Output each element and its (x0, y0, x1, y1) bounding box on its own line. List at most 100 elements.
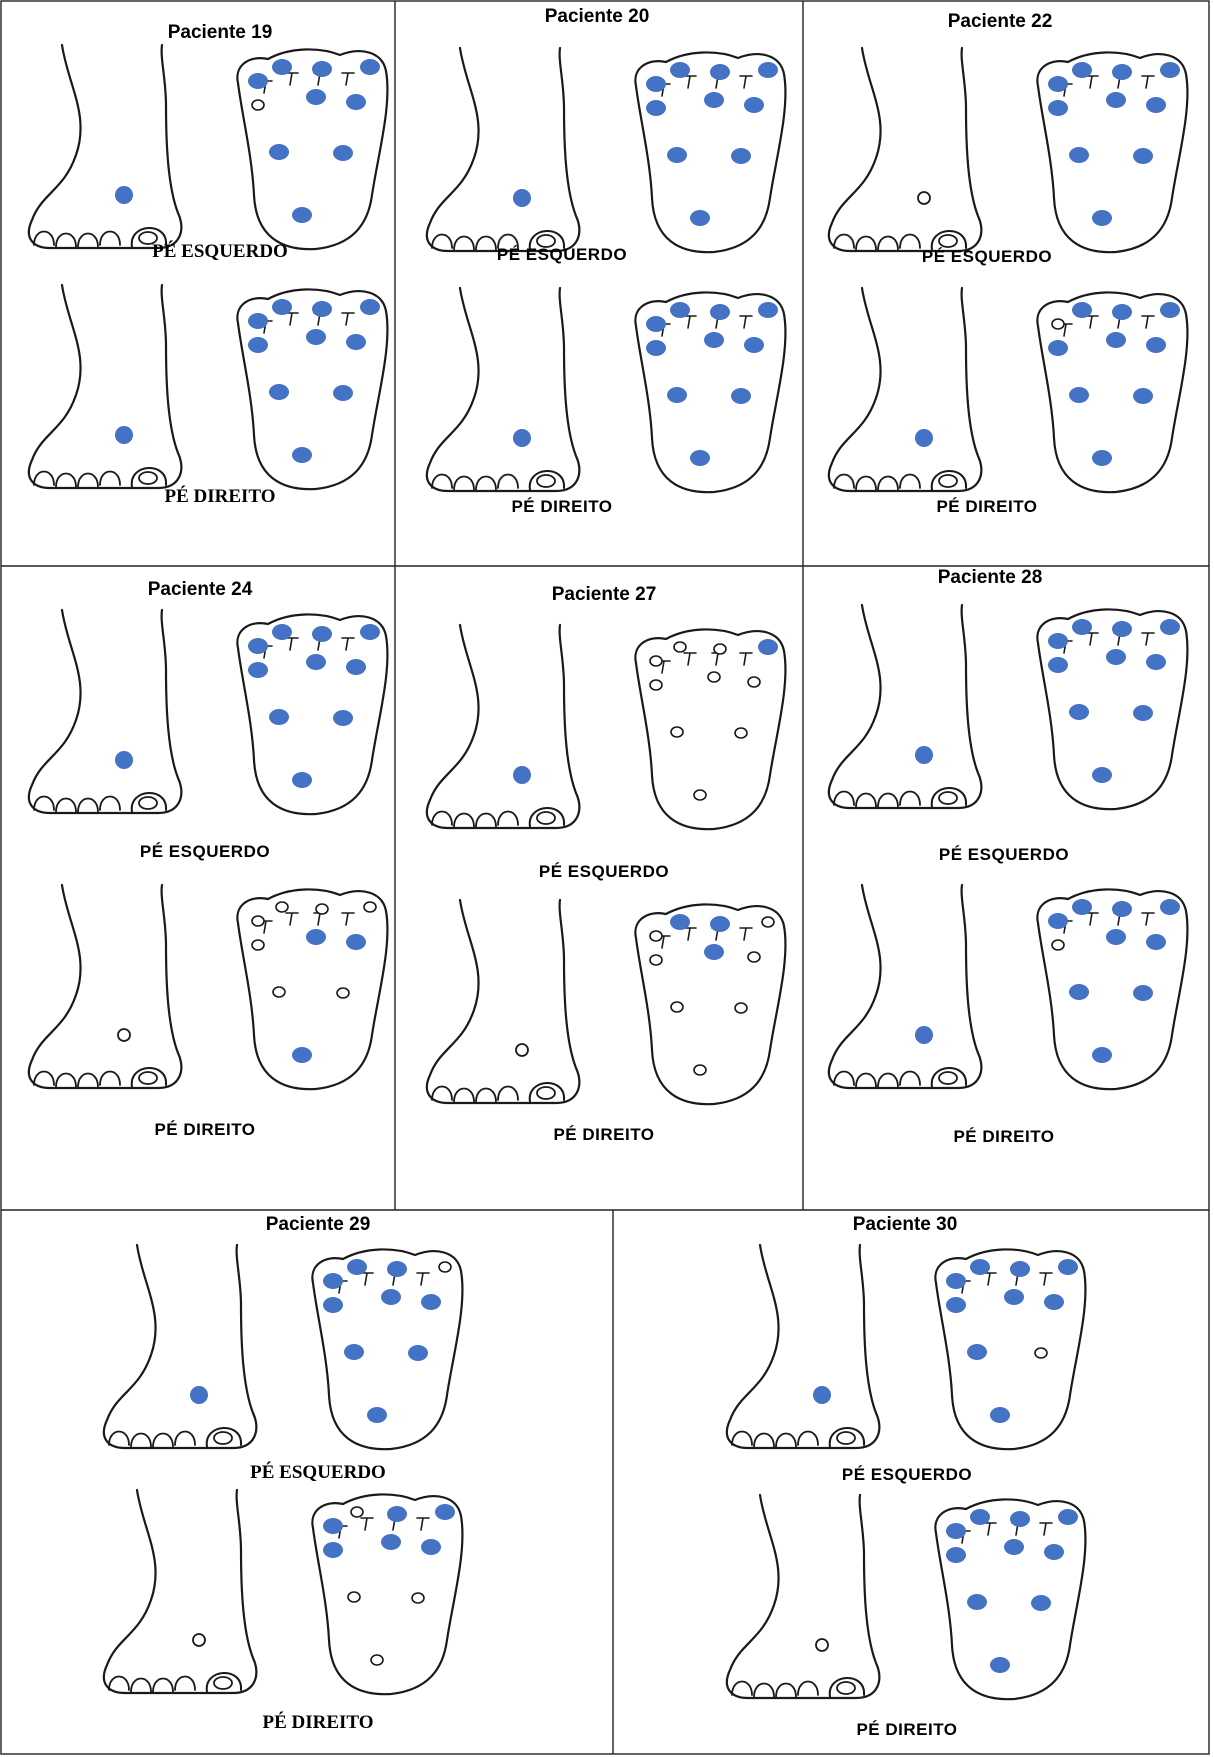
toe-outline (834, 1072, 854, 1086)
dorsal-sensitivity-point (813, 1386, 831, 1404)
toe-outline (476, 814, 496, 828)
dorsal-sensitivity-point (915, 746, 933, 764)
toe-outline (56, 474, 76, 488)
toe-outline (109, 1677, 129, 1691)
toe-outline (732, 1682, 752, 1696)
plantar-sensitivity-point (1010, 1261, 1030, 1277)
toe-outline (754, 1434, 774, 1448)
toe-outline (856, 794, 876, 808)
plantar-sensitivity-point (346, 659, 366, 675)
toe-outline (175, 1432, 195, 1446)
toe-outline (856, 1074, 876, 1088)
right-foot-label: PÉ DIREITO (511, 497, 612, 516)
patient-panel: Paciente 28PÉ ESQUERDOPÉ DIREITO (829, 567, 1188, 1146)
plantar-sensitivity-point (1072, 302, 1092, 318)
dorsal-sensitivity-point (513, 429, 531, 447)
toe-crease (1142, 316, 1154, 328)
plantar-sensitivity-point (990, 1657, 1010, 1673)
plantar-sensitivity-point (1044, 1294, 1064, 1310)
plantar-sensitivity-point (1035, 1348, 1047, 1358)
toe-outline (78, 799, 98, 813)
plantar-sensitivity-point (276, 902, 288, 912)
plantar-sensitivity-point (347, 1259, 367, 1275)
plantar-sensitivity-point (650, 656, 662, 666)
plantar-sensitivity-point (1048, 657, 1068, 673)
toe-outline (498, 812, 518, 826)
toe-crease (1142, 76, 1154, 88)
toe-crease (342, 73, 354, 85)
plantar-sensitivity-point (710, 64, 730, 80)
leg-outline (104, 1490, 256, 1693)
patient-title: Paciente 20 (545, 6, 650, 27)
plantar-sensitivity-point (1010, 1511, 1030, 1527)
toe-outline (432, 475, 452, 489)
patient-panel: Paciente 27PÉ ESQUERDOPÉ DIREITO (427, 584, 786, 1144)
plantar-sensitivity-point (312, 626, 332, 642)
patient-title: Paciente 19 (168, 22, 273, 43)
toenail-outline (537, 812, 555, 824)
plantar-sensitivity-point (671, 1002, 683, 1012)
toe-outline (100, 1072, 120, 1086)
plantar-sensitivity-point (646, 100, 666, 116)
toenail-outline (939, 475, 957, 487)
patient-title: Paciente 22 (948, 11, 1053, 32)
toe-outline (153, 1679, 173, 1693)
plantar-sensitivity-point (667, 387, 687, 403)
toe-crease (417, 1518, 429, 1530)
toe-outline (131, 1434, 151, 1448)
plantar-sensitivity-point (312, 301, 332, 317)
plantar-sensitivity-point (1112, 901, 1132, 917)
plantar-sensitivity-point (292, 207, 312, 223)
toe-crease (1040, 1523, 1052, 1535)
toe-outline (754, 1684, 774, 1698)
plantar-sensitivity-point (1106, 332, 1126, 348)
toe-outline (732, 1432, 752, 1446)
plantar-sensitivity-point (346, 94, 366, 110)
plantar-sensitivity-point (292, 1047, 312, 1063)
plantar-sensitivity-point (387, 1506, 407, 1522)
plantar-sensitivity-point (1160, 899, 1180, 915)
plantar-sensitivity-point (252, 940, 264, 950)
plantar-sensitivity-point (344, 1344, 364, 1360)
plantar-sensitivity-point (970, 1259, 990, 1275)
plantar-sensitivity-point (744, 97, 764, 113)
plantar-sensitivity-point (646, 316, 666, 332)
toe-outline (56, 234, 76, 248)
plantar-sensitivity-point (360, 59, 380, 75)
plantar-sensitivity-point (1146, 654, 1166, 670)
plantar-sensitivity-point (269, 384, 289, 400)
plantar-sensitivity-point (1058, 1509, 1078, 1525)
toe-outline (878, 1074, 898, 1088)
dorsal-sensitivity-point (915, 429, 933, 447)
plantar-sensitivity-point (333, 145, 353, 161)
plantar-sensitivity-point (371, 1655, 383, 1665)
plantar-sensitivity-point (710, 916, 730, 932)
toe-crease (286, 73, 298, 85)
toe-crease (286, 913, 298, 925)
toe-outline (454, 1089, 474, 1103)
plantar-sensitivity-point (364, 902, 376, 912)
plantar-sensitivity-point (323, 1297, 343, 1313)
toenail-outline (214, 1432, 232, 1444)
dorsal-sensitivity-point (115, 186, 133, 204)
leg-outline (829, 885, 981, 1088)
leg-outline (829, 48, 981, 251)
plantar-sensitivity-point (306, 89, 326, 105)
toe-outline (34, 1072, 54, 1086)
leg-outline (29, 285, 181, 488)
plantar-sensitivity-point (1112, 304, 1132, 320)
toe-outline (900, 792, 920, 806)
plantar-sensitivity-point (758, 302, 778, 318)
plantar-sensitivity-point (1069, 984, 1089, 1000)
right-foot: PÉ DIREITO (104, 1490, 463, 1733)
plantar-sensitivity-point (306, 654, 326, 670)
plantar-sensitivity-point (762, 917, 774, 927)
plantar-sensitivity-point (650, 680, 662, 690)
toe-outline (900, 235, 920, 249)
plantar-sensitivity-point (272, 624, 292, 640)
toe-outline (100, 232, 120, 246)
toe-outline (175, 1677, 195, 1691)
toe-outline (498, 475, 518, 489)
right-foot-label: PÉ DIREITO (856, 1720, 957, 1739)
